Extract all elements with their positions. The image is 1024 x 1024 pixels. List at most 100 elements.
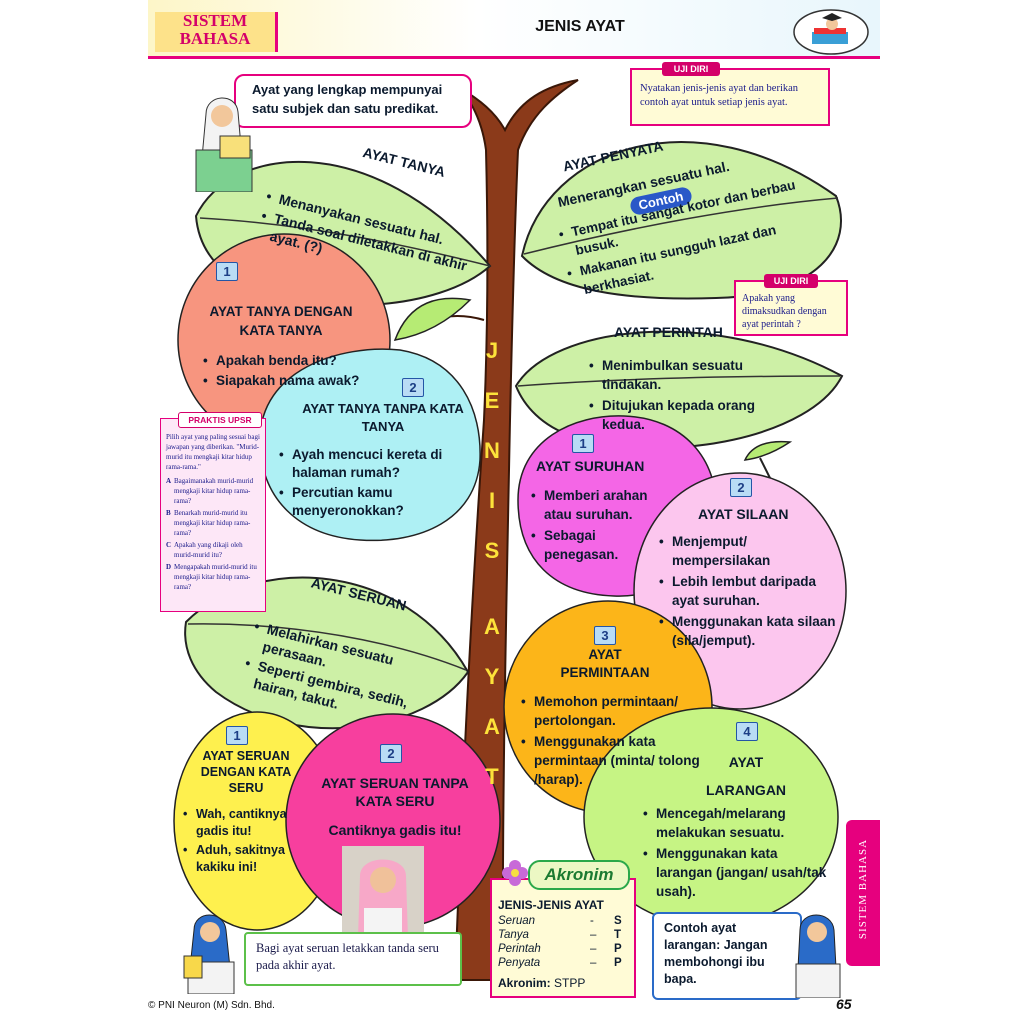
perintah-1-title: AYAT SURUHAN: [536, 458, 645, 474]
akronim-row: Tanya–T: [498, 928, 628, 942]
seruan-2-title: AYAT SERUAN TANPA KATA SERU: [321, 775, 469, 809]
perintah-4-title: AYAT LARANGAN: [705, 754, 787, 798]
stem-letter: T: [485, 764, 499, 789]
praktis-option-key: B: [166, 509, 171, 517]
perintah-4-point: Mencegah/melarang melakukan sesuatu.: [643, 804, 830, 842]
note-seruan-box: [244, 932, 462, 986]
perintah-3-points: Memohon permintaan/ pertolongan. Menggun…: [518, 692, 710, 791]
akronim-letter: T: [614, 929, 622, 941]
akronim-row: Perintah – P: [498, 942, 628, 956]
ayat-perintah-title: AYAT PERINTAH: [614, 324, 723, 340]
perintah-2-title: AYAT SILAAN: [698, 506, 789, 522]
praktis-option-text: Mengapakah murid-murid itu mengkaji kita…: [174, 563, 257, 591]
akronim-title: JENIS-JENIS AYAT: [498, 898, 604, 912]
akronim-rows: Seruan-S Tanya–T Perintah – P Penyata–P: [498, 914, 628, 970]
perintah-2-number: 2: [730, 478, 752, 497]
copyright: © PNI Neuron (M) Sdn. Bhd.: [148, 1000, 275, 1011]
uji-diri-1-text: Nyatakan jenis-jenis ayat dan berikan co…: [640, 83, 799, 108]
akronim-row: Seruan-S: [498, 914, 628, 928]
girl-right-illustration: [795, 914, 841, 998]
stem-letter: I: [488, 488, 496, 513]
akronim-letter: P: [614, 943, 622, 955]
side-tab-text: SISTEM BAHASA: [857, 838, 869, 940]
stem-letters: J E N I S A Y A T: [478, 326, 506, 802]
praktis-option-key: A: [166, 477, 172, 485]
tanya-2-number: 2: [402, 378, 424, 397]
perintah-2-point: Menggunakan kata silaan (sila/jemput).: [659, 612, 841, 650]
note-larangan-box: [652, 912, 802, 1000]
tanya-2-point: Percutian kamu menyeronokkan?: [279, 484, 466, 520]
page-number: 65: [836, 996, 852, 1012]
uji-diri-2-box: [734, 280, 848, 336]
ayat-perintah-point: Menimbulkan sesuatu tindakan.: [589, 356, 786, 394]
praktis-option-text: Benarkah murid-murid itu mengkaji kitar …: [174, 509, 251, 537]
akronim-result: Akronim: STPP: [498, 976, 585, 990]
section-label-line1: SISTEM: [182, 11, 248, 30]
praktis-option-key: C: [166, 541, 172, 549]
praktis-question: Pilih ayat yang paling sesuai bagi jawap…: [166, 433, 260, 471]
perintah-2-point: Lebih lembut daripada ayat suruhan.: [659, 572, 841, 610]
perintah-1-points: Memberi arahan atau suruhan. Sebagai pen…: [528, 486, 668, 566]
tanya-2-points: Ayah mencuci kereta di halaman rumah? Pe…: [276, 446, 466, 522]
perintah-3-title: AYAT PERMINTAAN: [560, 647, 650, 680]
tanya-1-number: 1: [216, 262, 238, 281]
stem-letter: Y: [484, 664, 500, 689]
girl-photo: [342, 846, 424, 938]
ayat-perintah-point: Ditujukan kepada orang kedua.: [589, 396, 786, 434]
intro-text: Ayat yang lengkap mempunyai satu subjek …: [252, 82, 443, 116]
page-title: JENIS AYAT: [535, 18, 625, 35]
akronim-value: STPP: [554, 976, 586, 990]
tanya-2-point: Ayah mencuci kereta di halaman rumah?: [279, 446, 466, 482]
perintah-2-points: Menjemput/ mempersilakan Lebih lembut da…: [656, 532, 841, 652]
stem-letter: E: [484, 388, 500, 413]
tanya-1-points: Apakah benda itu? Siapakah nama awak?: [200, 352, 370, 392]
reading-girl-illustration: [195, 97, 253, 192]
uji-diri-2-text: Apakah yang dimaksudkan dengan ayat peri…: [742, 293, 827, 330]
flower-icon: [502, 860, 528, 886]
akronim-label: Akronim:: [498, 976, 551, 990]
perintah-1-number: 1: [572, 434, 594, 453]
section-label-line2: BAHASA: [179, 29, 251, 48]
tanya-1-point: Siapakah nama awak?: [203, 372, 370, 390]
stem-letter: N: [484, 438, 500, 463]
note-larangan-text: Contoh ayat larangan: Jangan membohongi …: [664, 921, 768, 986]
praktis-option-text: Apakah yang dikaji oleh murid-murid itu?: [174, 541, 243, 559]
akronim-badge: Akronim: [528, 860, 630, 890]
seruan-2-example: Cantiknya gadis itu!: [328, 822, 462, 838]
seruan-1-point: Aduh, sakitnya kakiku ini!: [183, 842, 302, 876]
uji-diri-1-box: [630, 68, 830, 126]
praktis-box: [160, 418, 266, 612]
akronim-row: Penyata–P: [498, 956, 628, 970]
perintah-4-points: Mencegah/melarang melakukan sesuatu. Men…: [640, 804, 830, 903]
reading-student-logo: [793, 9, 869, 55]
perintah-1-point: Memberi arahan atau suruhan.: [531, 486, 668, 524]
stem-letter: J: [485, 338, 499, 363]
side-tab: [846, 820, 880, 966]
perintah-3-number: 3: [594, 626, 616, 645]
akronim-letter: P: [614, 957, 622, 969]
perintah-1-point: Sebagai penegasan.: [531, 526, 668, 564]
uji-diri-1-badge: UJI DIRI: [662, 62, 720, 76]
stem-letter: S: [484, 538, 500, 563]
akronim-dash: –: [590, 943, 597, 955]
akronim-letter: S: [614, 915, 622, 927]
girl-left-illustration: [183, 914, 235, 994]
tanya-1-point: Apakah benda itu?: [203, 352, 370, 370]
praktis-option-text: Bagaimanakah murid-murid mengkaji kitar …: [174, 477, 254, 505]
akronim-word: Perintah: [498, 943, 541, 955]
perintah-2-point: Menjemput/ mempersilakan: [659, 532, 841, 570]
perintah-4-number: 4: [736, 722, 758, 741]
stem-letter: A: [484, 714, 500, 739]
akronim-word: Seruan: [498, 915, 536, 927]
uji-diri-2-badge: UJI DIRI: [764, 274, 818, 288]
ayat-perintah-points: Menimbulkan sesuatu tindakan. Ditujukan …: [586, 356, 786, 436]
praktis-badge: PRAKTIS UPSR: [178, 412, 262, 428]
praktis-option-key: D: [166, 563, 172, 571]
akronim-word: Tanya: [498, 929, 529, 941]
perintah-3-point: Memohon permintaan/ pertolongan.: [521, 692, 710, 730]
header-line: [148, 56, 880, 59]
